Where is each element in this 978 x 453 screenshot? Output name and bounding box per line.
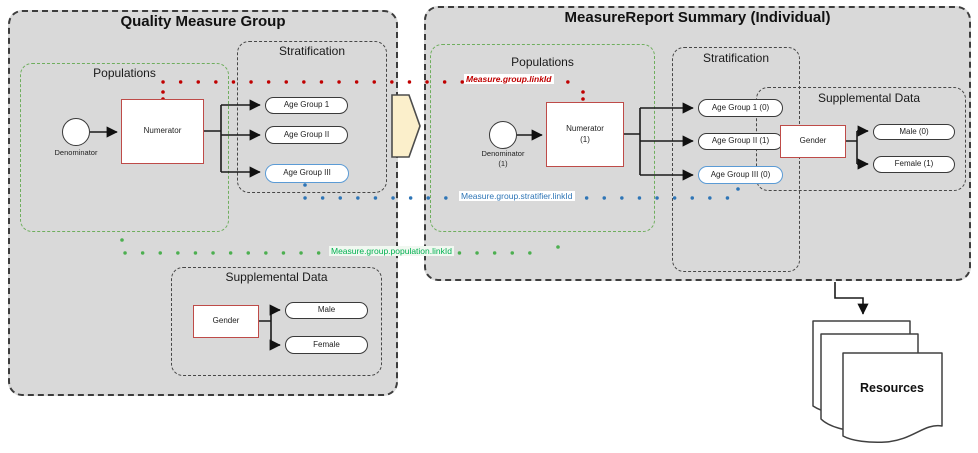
age-group-3-left: Age Group III <box>265 164 349 183</box>
age-group-1-right-label: Age Group 1 (0) <box>711 102 770 112</box>
age-group-1-left: Age Group 1 <box>265 97 348 114</box>
gender-label-left: Gender <box>212 316 240 326</box>
denominator-label-right: Denominator (1) <box>467 149 539 169</box>
resources-arrow <box>834 282 869 315</box>
measurereport-summary-box <box>424 6 971 281</box>
quality-measure-group-title: Quality Measure Group <box>120 13 286 30</box>
age-group-1-right: Age Group 1 (0) <box>698 99 783 117</box>
numerator-node-left: Numerator <box>121 99 204 164</box>
age-group-2-right-label: Age Group II (1) <box>711 136 770 146</box>
gender-node-right: Gender <box>780 125 846 158</box>
stratification-title-left: Stratification <box>278 44 346 58</box>
age-group-2-right: Age Group II (1) <box>698 133 783 150</box>
measure-group-stratifier-linkid-label: Measure.group.stratifier.linkId <box>459 191 575 201</box>
denominator-label-right-count: (1) <box>498 158 508 168</box>
age-group-2-left-label: Age Group II <box>283 129 330 139</box>
denominator-circle-right <box>489 121 517 149</box>
document-back-icon <box>812 320 911 417</box>
gender-node-left: Gender <box>193 305 259 338</box>
female-node-right: Female (1) <box>873 156 955 173</box>
gender-label-right: Gender <box>799 136 827 146</box>
age-group-3-left-label: Age Group III <box>283 168 331 178</box>
female-label-right: Female (1) <box>894 159 934 169</box>
populations-title-left: Populations <box>93 66 156 80</box>
populations-box-right <box>430 44 655 232</box>
age-group-3-right-label: Age Group III (0) <box>710 169 771 179</box>
populations-box-left <box>20 63 229 232</box>
populations-title-right: Populations <box>511 55 574 69</box>
stratification-title-right: Stratification <box>702 51 770 65</box>
male-label-left: Male <box>317 305 336 315</box>
supplemental-box-left <box>171 267 382 376</box>
numerator-label-left: Numerator <box>143 126 182 136</box>
male-node-left: Male <box>285 302 368 319</box>
age-group-1-left-label: Age Group 1 <box>283 100 330 110</box>
numerator-node-right: Numerator (1) <box>546 102 624 167</box>
supplemental-title-right: Supplemental Data <box>817 91 921 105</box>
male-label-right: Male (0) <box>899 126 929 136</box>
numerator-label-right: Numerator <box>566 124 604 134</box>
female-label-left: Female <box>313 339 340 349</box>
age-group-2-left: Age Group II <box>265 126 348 144</box>
numerator-count-right: (1) <box>580 134 590 144</box>
measure-group-population-linkid-label: Measure.group.population.linkId <box>329 246 454 256</box>
stratification-box-left <box>237 41 387 193</box>
male-node-right: Male (0) <box>873 124 955 140</box>
resources-label: Resources <box>860 381 924 395</box>
age-group-3-right: Age Group III (0) <box>698 166 783 184</box>
measure-group-linkid-label: Measure.group.linkId <box>464 74 554 84</box>
supplemental-title-left: Supplemental Data <box>225 270 328 284</box>
stratification-box-right <box>672 47 800 272</box>
female-node-left: Female <box>285 336 368 354</box>
measurereport-summary-title: MeasureReport Summary (Individual) <box>564 9 831 26</box>
denominator-label-left: Denominator <box>54 148 98 157</box>
document-front-icon <box>842 352 943 443</box>
denominator-circle-left <box>62 118 90 146</box>
denominator-label-right-line1: Denominator <box>481 149 525 158</box>
